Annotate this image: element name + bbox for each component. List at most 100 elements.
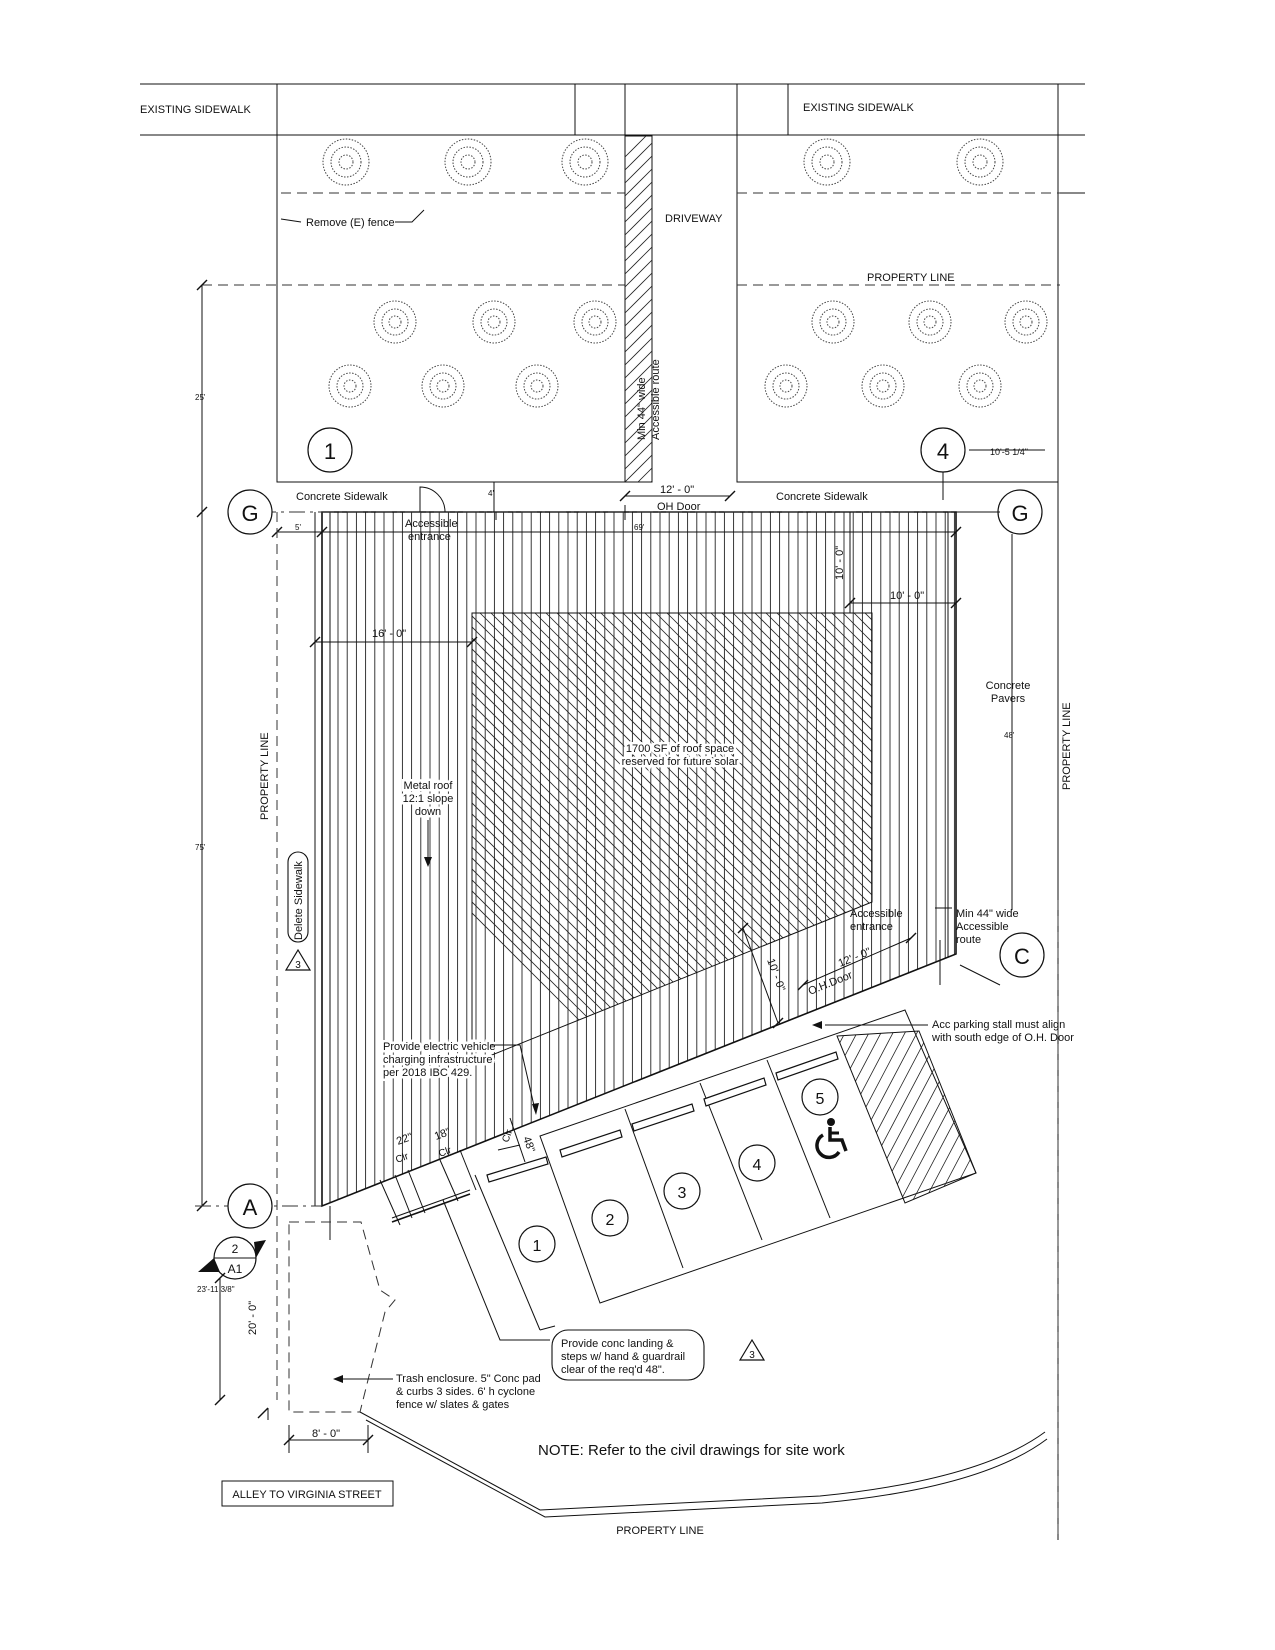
grid-bubble-a-label: A	[243, 1195, 258, 1220]
stall-3-label: 3	[678, 1185, 687, 1202]
hatch-line	[765, 613, 872, 1063]
hatch-line	[842, 613, 872, 1063]
hatch-line	[625, 136, 647, 158]
hatch-line	[625, 155, 652, 184]
grid-bubble-g-left	[227, 489, 273, 535]
stall-1-marker	[518, 1225, 556, 1263]
hatch-line	[472, 613, 678, 1063]
stall-5-marker	[801, 1078, 839, 1116]
hatch-line	[625, 285, 652, 314]
landing-note-cloud	[551, 1329, 705, 1381]
grid-bubble-c	[999, 932, 1045, 978]
existing-sidewalk-label-left: EXISTING SIDEWALK	[140, 104, 252, 116]
hatch-line	[625, 233, 652, 262]
existing-sidewalk-label-right: EXISTING SIDEWALK	[803, 102, 915, 114]
accessible-entrance-right-line2: entrance	[850, 921, 893, 933]
hatch-line	[472, 613, 645, 1063]
property-line-south-label: PROPERTY LINE	[616, 1525, 704, 1537]
hatch-line	[837, 1031, 858, 1201]
grid-line-g: G G	[227, 489, 1043, 535]
hatch-line	[820, 613, 872, 1063]
hatch-line	[625, 259, 652, 288]
trash-note-line1: Trash enclosure. 5" Conc pad	[396, 1373, 541, 1385]
dim-69-ft: 69'	[634, 523, 645, 532]
dim-25-ft: 25'	[195, 393, 206, 402]
hatch-line	[625, 494, 652, 521]
concrete-pavers-line2: Pavers	[991, 693, 1026, 705]
tree-icon	[803, 138, 851, 186]
grid-bubble-4-label: 4	[937, 439, 949, 464]
hatch-line	[655, 613, 872, 1063]
stall-4-marker	[738, 1144, 776, 1182]
front-sidewalk: Concrete Sidewalk Concrete Sidewalk Acce…	[296, 482, 868, 543]
hatch-line	[837, 1031, 870, 1201]
hatch-line	[501, 613, 872, 1063]
hatch-line	[472, 613, 634, 1063]
dim-22-in: 22"	[395, 1131, 414, 1148]
grid-line-a: A 2 A1 23'-11 3/8"	[195, 1183, 322, 1294]
hatch-line	[472, 613, 689, 1063]
hatch-line	[625, 311, 652, 340]
trees	[322, 138, 1048, 408]
hatch-line	[666, 613, 872, 1063]
hatch-line	[644, 613, 872, 1063]
metal-roof-line3: down	[415, 806, 441, 818]
min44-right-line2: Accessible	[956, 921, 1009, 933]
hatch-line	[931, 613, 1275, 1063]
hatch-line	[556, 613, 872, 1063]
parking-area: 1 2 3 4 5	[474, 1009, 977, 1331]
grid-bubble-a	[227, 1183, 273, 1229]
tree-icon	[573, 300, 617, 344]
dim-18-in: 18"	[433, 1126, 452, 1143]
delete-sidewalk-label: Delete Sidewalk	[293, 861, 305, 940]
dim-75-ft: 75'	[195, 843, 206, 852]
hatch-line	[472, 613, 872, 1063]
hatch-line	[677, 613, 872, 1063]
hatch-line	[754, 613, 872, 1063]
hatch-line	[625, 246, 652, 275]
hatch-line	[472, 613, 623, 1063]
oh-door-top-label: OH Door	[657, 501, 701, 513]
hatch-line	[534, 613, 872, 1063]
landing-note-line3: clear of the req'd 48".	[561, 1364, 665, 1376]
alley-label: ALLEY TO VIRGINIA STREET	[232, 1489, 381, 1501]
concrete-sidewalk-left-label: Concrete Sidewalk	[296, 491, 388, 503]
tree-icon	[373, 300, 417, 344]
dim-4-ft: 4'	[488, 489, 494, 498]
hatch-line	[472, 613, 810, 1063]
hatch-line	[909, 613, 1275, 1063]
tree-icon	[472, 300, 516, 344]
property-line-north-label: PROPERTY LINE	[867, 272, 955, 284]
hatch-line	[472, 613, 722, 1063]
hatch-line	[625, 350, 652, 379]
hatch-line	[650, 480, 652, 482]
revision-tag-right: 3	[749, 1350, 755, 1361]
section-marker-number: 2	[232, 1242, 239, 1256]
hatch-line	[840, 1031, 942, 1201]
hatch-line	[589, 613, 872, 1063]
hatch-line	[545, 613, 872, 1063]
building-roof: 1700 SF of roof space reserved for futur…	[321, 511, 1275, 1208]
landing-note-line1: Provide conc landing &	[561, 1338, 674, 1350]
hatch-line	[472, 613, 700, 1063]
revision-triangle	[738, 1338, 766, 1361]
dim-48-in: 48"	[520, 1135, 537, 1154]
hatch-line	[837, 1031, 882, 1201]
alley-label-box	[221, 1480, 394, 1507]
accessible-entrance-top-line1: Accessible	[405, 518, 458, 530]
ev-note-line1: Provide electric vehicle	[383, 1041, 496, 1053]
south-edge: NOTE: Refer to the civil drawings for si…	[221, 1411, 1048, 1537]
ev-note-line3: per 2018 IBC 429.	[383, 1067, 472, 1079]
stall-1-label: 1	[533, 1238, 542, 1255]
hatch-line	[625, 194, 652, 223]
hatch-line	[625, 441, 652, 470]
dim-10-5-1-4: 10'-5 1/4"	[990, 447, 1028, 457]
hatch-line	[625, 428, 652, 457]
hatch-line	[625, 363, 652, 392]
dim-16-0: 16' - 0"	[372, 628, 406, 640]
hatch-line	[512, 613, 872, 1063]
hatch-line	[948, 1031, 976, 1201]
tree-icon	[956, 138, 1004, 186]
min44-right-line1: Min 44" wide	[956, 908, 1019, 920]
tree-icon	[1004, 300, 1048, 344]
